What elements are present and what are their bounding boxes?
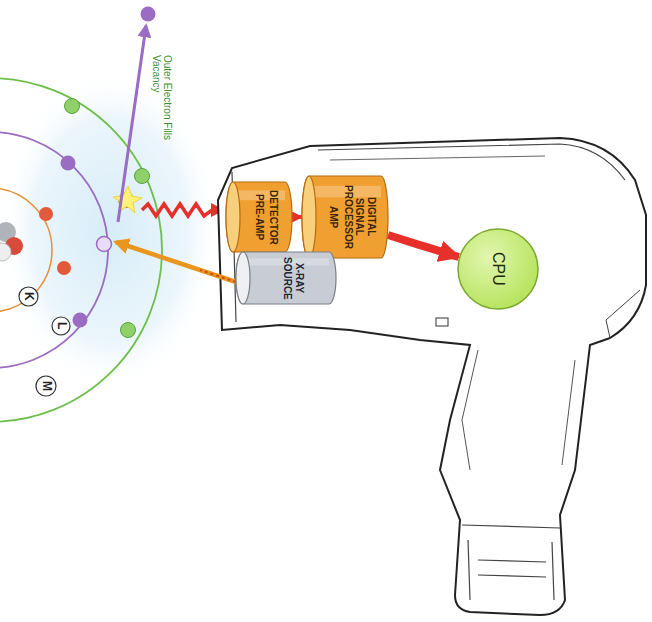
- node-text: AMP: [328, 206, 340, 228]
- cylinder-end: [236, 252, 250, 304]
- annotation: Outer Electron Fills Vacancy: [150, 55, 173, 159]
- circle-outline: [52, 317, 70, 335]
- electron: [73, 313, 88, 328]
- node-text: PRE-AMP: [253, 194, 265, 240]
- electron: [135, 169, 150, 184]
- electron: [57, 261, 71, 275]
- fluorescence-ray: [142, 204, 222, 216]
- signal-arrow: [388, 235, 459, 257]
- housing-ridge: [318, 144, 625, 180]
- shell-letter: M: [35, 375, 57, 397]
- cylinder-body: [302, 176, 388, 258]
- cylinder-end: [226, 182, 240, 252]
- circle-outline: [36, 376, 56, 396]
- primary-x-ray: [116, 242, 236, 282]
- nucleus: [0, 243, 11, 261]
- processor-cylinder: DIGITAL SIGNAL PROCESSORAMP: [302, 176, 388, 258]
- shell-letter: L: [51, 316, 71, 336]
- node-text: K: [21, 292, 35, 301]
- signal-arrow: [292, 215, 302, 219]
- electron: [65, 99, 80, 114]
- grip-lines: [462, 350, 575, 470]
- electron: [121, 323, 136, 338]
- circle-outline: [19, 287, 38, 306]
- l-orbit: [0, 132, 108, 368]
- primary-x-ray-core: [200, 270, 236, 282]
- vacancy: [97, 237, 112, 252]
- x-ray-source-cylinder: X-RAY SOURCE: [236, 252, 336, 304]
- node-text: X-RAY SOURCE: [282, 255, 305, 301]
- detector-cylinder: DETECTORPRE-AMP: [226, 182, 292, 252]
- cylinder-body: [236, 252, 336, 304]
- circle-outline: [458, 229, 538, 309]
- shell-letter: K: [18, 286, 39, 307]
- node-text: CPU: [489, 252, 507, 286]
- node-text: L: [54, 322, 68, 329]
- node-text: DIGITAL SIGNAL PROCESSOR: [342, 183, 377, 251]
- electron: [61, 156, 76, 171]
- k-orbit: [0, 188, 52, 312]
- cylinder-end: [302, 176, 316, 258]
- atom: [0, 70, 214, 422]
- ejected-electron: [141, 7, 156, 22]
- node-text: M: [39, 381, 53, 391]
- cylinder-body: [226, 182, 292, 252]
- analyzer-housing: [218, 138, 646, 615]
- electron: [39, 207, 53, 221]
- flash: [113, 186, 142, 213]
- housing-detail: [606, 290, 640, 338]
- housing-ridge: [330, 156, 545, 160]
- cpu-circle: CPU: [457, 228, 539, 310]
- node-text: DETECTOR: [268, 190, 280, 245]
- battery-pack: [462, 525, 560, 600]
- ejected-electron-path: [118, 26, 146, 222]
- trigger-button: [436, 318, 448, 326]
